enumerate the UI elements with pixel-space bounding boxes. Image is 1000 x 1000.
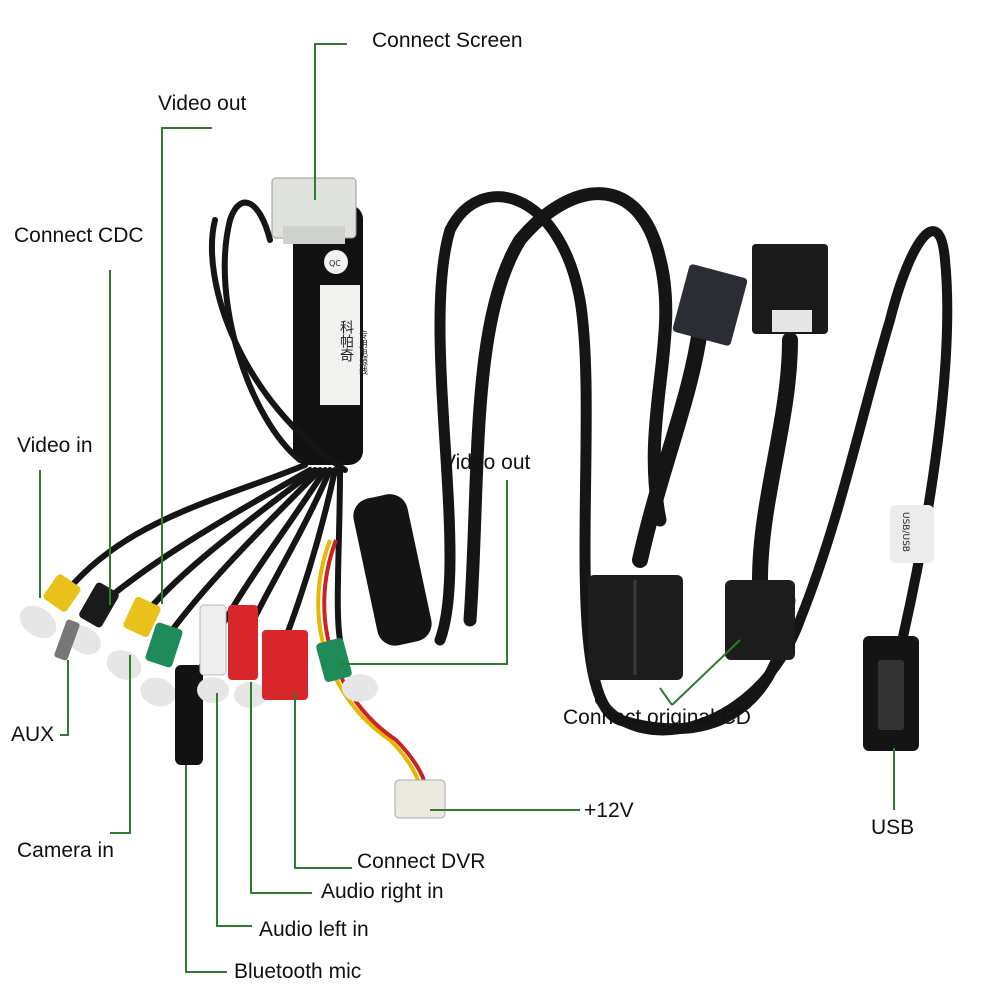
label-video-out-mid: Video out bbox=[442, 451, 531, 474]
usb-sleeve bbox=[890, 505, 934, 563]
leader-audio-left-in bbox=[216, 693, 252, 927]
rca-lead bbox=[137, 467, 318, 623]
label-aux: AUX bbox=[11, 723, 54, 746]
label-audio-right-in: Audio right in bbox=[321, 880, 444, 903]
label-connect-original-cd: Connect original CD bbox=[563, 706, 751, 729]
usb-cable bbox=[595, 226, 953, 736]
braided-cable bbox=[463, 187, 673, 627]
rca-plug-green-dvr bbox=[316, 637, 378, 702]
label-connect-dvr: Connect DVR bbox=[357, 850, 485, 873]
rca-lead bbox=[57, 462, 308, 603]
rca-lead bbox=[209, 217, 348, 473]
label-plus-12v: +12V bbox=[584, 799, 634, 822]
cd-branch-right bbox=[752, 332, 798, 588]
leader-bluetooth-mic bbox=[185, 765, 227, 973]
leader-audio-right-in bbox=[250, 682, 312, 894]
product-sticker: QC 科帕奇 专用电源线 bbox=[320, 250, 368, 405]
leader-lines bbox=[39, 43, 895, 973]
aux-jack bbox=[54, 619, 80, 661]
cd-label bbox=[772, 310, 812, 332]
power-connector bbox=[394, 779, 446, 819]
cd-connector-right bbox=[725, 580, 795, 660]
label-bluetooth-mic: Bluetooth mic bbox=[234, 960, 361, 983]
leader-connect-dvr bbox=[294, 692, 352, 869]
leader-aux bbox=[60, 660, 69, 736]
leader-camera-in bbox=[110, 655, 131, 834]
qc-text: QC bbox=[329, 259, 341, 268]
power-lead-red bbox=[322, 539, 428, 791]
rca-lead bbox=[162, 467, 323, 643]
rca-plugs bbox=[19, 574, 378, 765]
leader-connect-original-cd-right bbox=[671, 639, 741, 706]
rca-plug-yellow-camera bbox=[106, 596, 161, 680]
label-video-in: Video in bbox=[17, 434, 93, 457]
mic-jack bbox=[175, 665, 203, 765]
leader-video-out-mid bbox=[340, 480, 508, 665]
inline-box bbox=[353, 494, 432, 646]
cd-top-connector-left bbox=[672, 264, 748, 346]
rca-lead bbox=[282, 467, 338, 643]
rca-plug-yellow-video-in bbox=[19, 574, 81, 639]
leader-connect-screen bbox=[314, 43, 347, 200]
label-connect-cdc: Connect CDC bbox=[14, 224, 144, 247]
label-camera-in: Camera in bbox=[17, 839, 114, 862]
usb-connector: USB/USB bbox=[863, 505, 934, 751]
label-connect-screen: Connect Screen bbox=[372, 29, 523, 52]
sticker-chinese-text: 科帕奇 bbox=[338, 320, 354, 362]
power-lead-yellow bbox=[316, 539, 422, 791]
label-video-out-top: Video out bbox=[158, 92, 247, 115]
label-usb: USB bbox=[871, 816, 914, 839]
usb-sleeve-text: USB/USB bbox=[900, 512, 910, 552]
leader-connect-original-cd-left bbox=[659, 687, 673, 706]
sticker-chinese-sub: 专用电源线 bbox=[357, 329, 368, 375]
leader-video-out-top bbox=[161, 127, 212, 604]
rca-plug-green-video-out bbox=[140, 622, 183, 707]
rca-plug-white-audio-left bbox=[197, 604, 229, 703]
rca-lead bbox=[92, 467, 313, 613]
cd-connectors bbox=[588, 244, 828, 680]
rca-plug-red-audio-right bbox=[228, 605, 266, 708]
rca-lead bbox=[221, 199, 303, 463]
cd-branch-left bbox=[632, 322, 708, 568]
rca-lead bbox=[334, 467, 343, 643]
label-audio-left-in: Audio left in bbox=[259, 918, 369, 941]
rca-plug-red-dvr bbox=[262, 630, 308, 700]
labels: Connect Screen Video out Connect CDC Vid… bbox=[11, 29, 914, 983]
